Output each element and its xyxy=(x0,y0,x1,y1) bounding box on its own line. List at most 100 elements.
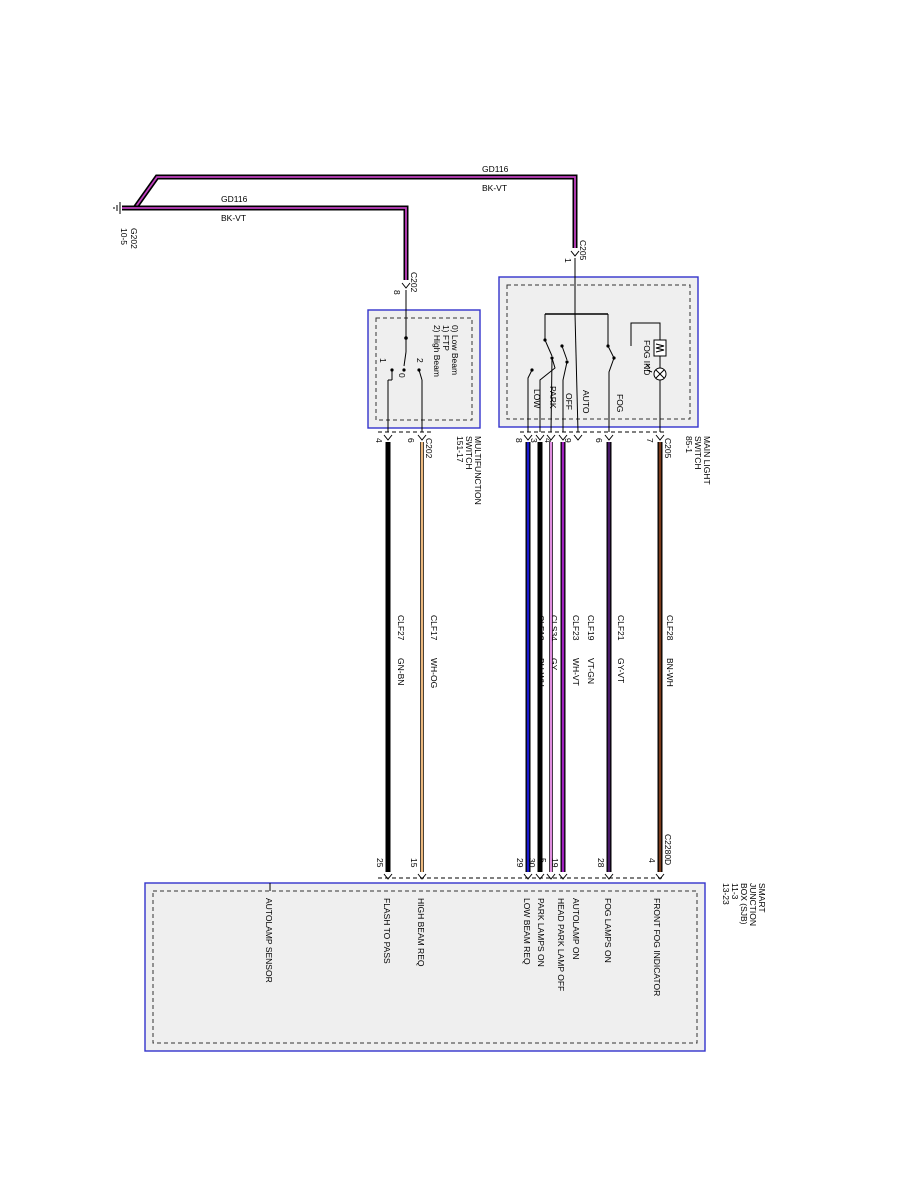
sjb-title-1: JUNCTION xyxy=(748,883,758,926)
sjb-outer-box xyxy=(144,882,706,1052)
sjb-terminal-icon xyxy=(655,873,665,880)
sjb-pin-label: 4 xyxy=(647,858,657,863)
fog-indicator-label: FOG IND xyxy=(642,340,652,375)
ground-ref: 10-5 xyxy=(119,228,129,245)
mfs-position-0: 0) Low Beam xyxy=(450,325,460,375)
mfs-contact-1: 1 xyxy=(378,358,388,363)
mls-blade-low-park xyxy=(544,339,553,357)
c205-top-terminal-icon xyxy=(570,250,580,257)
mls-pin-9: 9 xyxy=(563,438,573,443)
top-connectors: C205 1 C202 8 xyxy=(392,240,588,295)
gd116-lower-stripe xyxy=(122,207,407,280)
wire-color-label: BN-WH xyxy=(665,658,675,687)
multifunction-switch: 1 2 0 0) Low Beam 1) FTP 2) High Beam MU… xyxy=(367,290,483,505)
sjb-pin-label: 19 xyxy=(550,858,560,868)
wire-circuit-label: CLF21 xyxy=(616,615,626,641)
wire-color-label: WH-VT xyxy=(571,658,581,686)
wire-circuit-label: CLF17 xyxy=(429,615,439,641)
fog-indicator-resistor-icon xyxy=(653,339,667,357)
gd116-lower-circuit: GD116 xyxy=(221,194,248,204)
sjb-terminal-icon xyxy=(417,873,427,880)
mls-position-auto: AUTO xyxy=(581,390,591,414)
sjb-terminal-icon xyxy=(383,873,393,880)
sjb-title-3: 11-3 xyxy=(730,883,740,900)
mfs-title-2: 151-17 xyxy=(455,436,465,463)
mls-title-0: MAIN LIGHT xyxy=(702,436,712,485)
ground-id: G202 xyxy=(129,228,139,249)
mfs-bottom-pin-4: 4 xyxy=(374,438,384,443)
sjb-terminal-icon xyxy=(523,873,533,880)
mfs-inner-box xyxy=(375,317,473,421)
c205-top-pin: 1 xyxy=(563,258,573,263)
wire-color-label: WH-OG xyxy=(429,658,439,688)
mls-outer-box xyxy=(498,276,699,428)
gd116-lower-color: BK-VT xyxy=(221,213,246,223)
mls-position-fog: FOG xyxy=(615,394,625,412)
sjb-pin-label: 25 xyxy=(375,858,385,868)
wire-circuit-label: CLF23 xyxy=(571,615,581,641)
sjb-input-high-beam-req: HIGH BEAM REQ xyxy=(416,898,426,967)
sjb-pin-label: 15 xyxy=(409,858,419,868)
gd116-upper-color: BK-VT xyxy=(482,183,507,193)
mls-pin-6: 6 xyxy=(594,438,604,443)
mls-bottom-connector-label: C205 xyxy=(663,438,673,459)
smart-junction-box: SMART JUNCTION BOX (SJB) 11-3 13-23 FRON… xyxy=(144,882,767,1052)
sjb-title-2: BOX (SJB) xyxy=(739,883,749,925)
sjb-terminal-icon xyxy=(558,873,568,880)
mls-pin-4: 4 xyxy=(543,438,553,443)
sjb-input-flash-to-pass: FLASH TO PASS xyxy=(382,898,392,964)
sjb-terminal-icon xyxy=(604,873,614,880)
gd116-upper-wire xyxy=(132,174,578,248)
sjb-input-head-park-lamp-off: HEAD PARK LAMP OFF xyxy=(556,898,566,991)
sjb-top-connector: C2280D xyxy=(378,834,673,879)
mfs-title-1: SWITCH xyxy=(464,436,474,470)
sjb-input-low-beam-req: LOW BEAM REQ xyxy=(522,898,532,965)
sjb-input-autolamp-sensor: AUTOLAMP SENSOR xyxy=(264,898,274,983)
gd116-upper-circuit: GD116 xyxy=(482,164,509,174)
sjb-pin-label: 28 xyxy=(596,858,606,868)
mls-position-low: LOW xyxy=(532,389,542,408)
sjb-title-0: SMART xyxy=(757,883,767,913)
mfs-position-1: 1) FTP xyxy=(441,325,451,351)
ground-icon xyxy=(113,202,121,214)
mls-bottom-connector: 8 3 4 9 6 7 C205 xyxy=(514,431,673,459)
wire-circuit-label: CLF19 xyxy=(586,615,596,641)
sjb-pin-label: 30 xyxy=(527,858,537,868)
mfs-pin4-terminal-icon xyxy=(383,434,393,441)
sjb-inner-box xyxy=(152,890,698,1044)
sjb-input-fog-lamps-on: FOG LAMPS ON xyxy=(603,898,613,963)
mfs-bottom-connector-label: C202 xyxy=(424,438,434,459)
wire-circuit-label: CLF27 xyxy=(396,615,406,641)
wire-color-label: GY xyxy=(549,658,559,671)
mls-inner-box xyxy=(506,284,691,420)
wire-color-label: VT-GN xyxy=(586,658,596,684)
mls-blade-fog xyxy=(607,345,615,359)
mls-pin-8: 8 xyxy=(514,438,524,443)
c205-top-label: C205 xyxy=(578,240,588,261)
sjb-connector-label: C2280D xyxy=(663,834,673,865)
wire-color-label: GN-BN xyxy=(396,658,406,685)
mfs-bottom-connector: 4 6 C202 xyxy=(374,431,434,459)
sjb-input-park-lamps-on: PARK LAMPS ON xyxy=(536,898,546,967)
wire-circuit-label: CLS34 xyxy=(549,615,559,641)
mfs-outer-box xyxy=(367,309,481,429)
harness-wires: CLF27GN-BN25CLF17WH-OG15CLF18BU-WH29CLS3… xyxy=(375,442,675,880)
mfs-bottom-pin-6: 6 xyxy=(406,438,416,443)
mfs-contact-0: 0 xyxy=(397,373,407,378)
wire-color-label: GY-VT xyxy=(616,658,626,683)
mls-position-park: PARK xyxy=(548,386,558,409)
c202-top-terminal-icon xyxy=(401,282,411,289)
sjb-input-autolamp-on: AUTOLAMP ON xyxy=(571,898,581,960)
c202-top-pin: 8 xyxy=(392,290,402,295)
mls-title-1: SWITCH xyxy=(693,436,703,470)
sjb-title-4: 13-23 xyxy=(721,883,731,905)
mls-pin-7: 7 xyxy=(645,438,655,443)
c202-top-label: C202 xyxy=(409,272,419,293)
ground-wiring: GD116 BK-VT GD116 BK-VT G202 10-5 xyxy=(113,164,578,280)
sjb-pin-label: 29 xyxy=(515,858,525,868)
mls-position-off: OFF xyxy=(564,393,574,410)
